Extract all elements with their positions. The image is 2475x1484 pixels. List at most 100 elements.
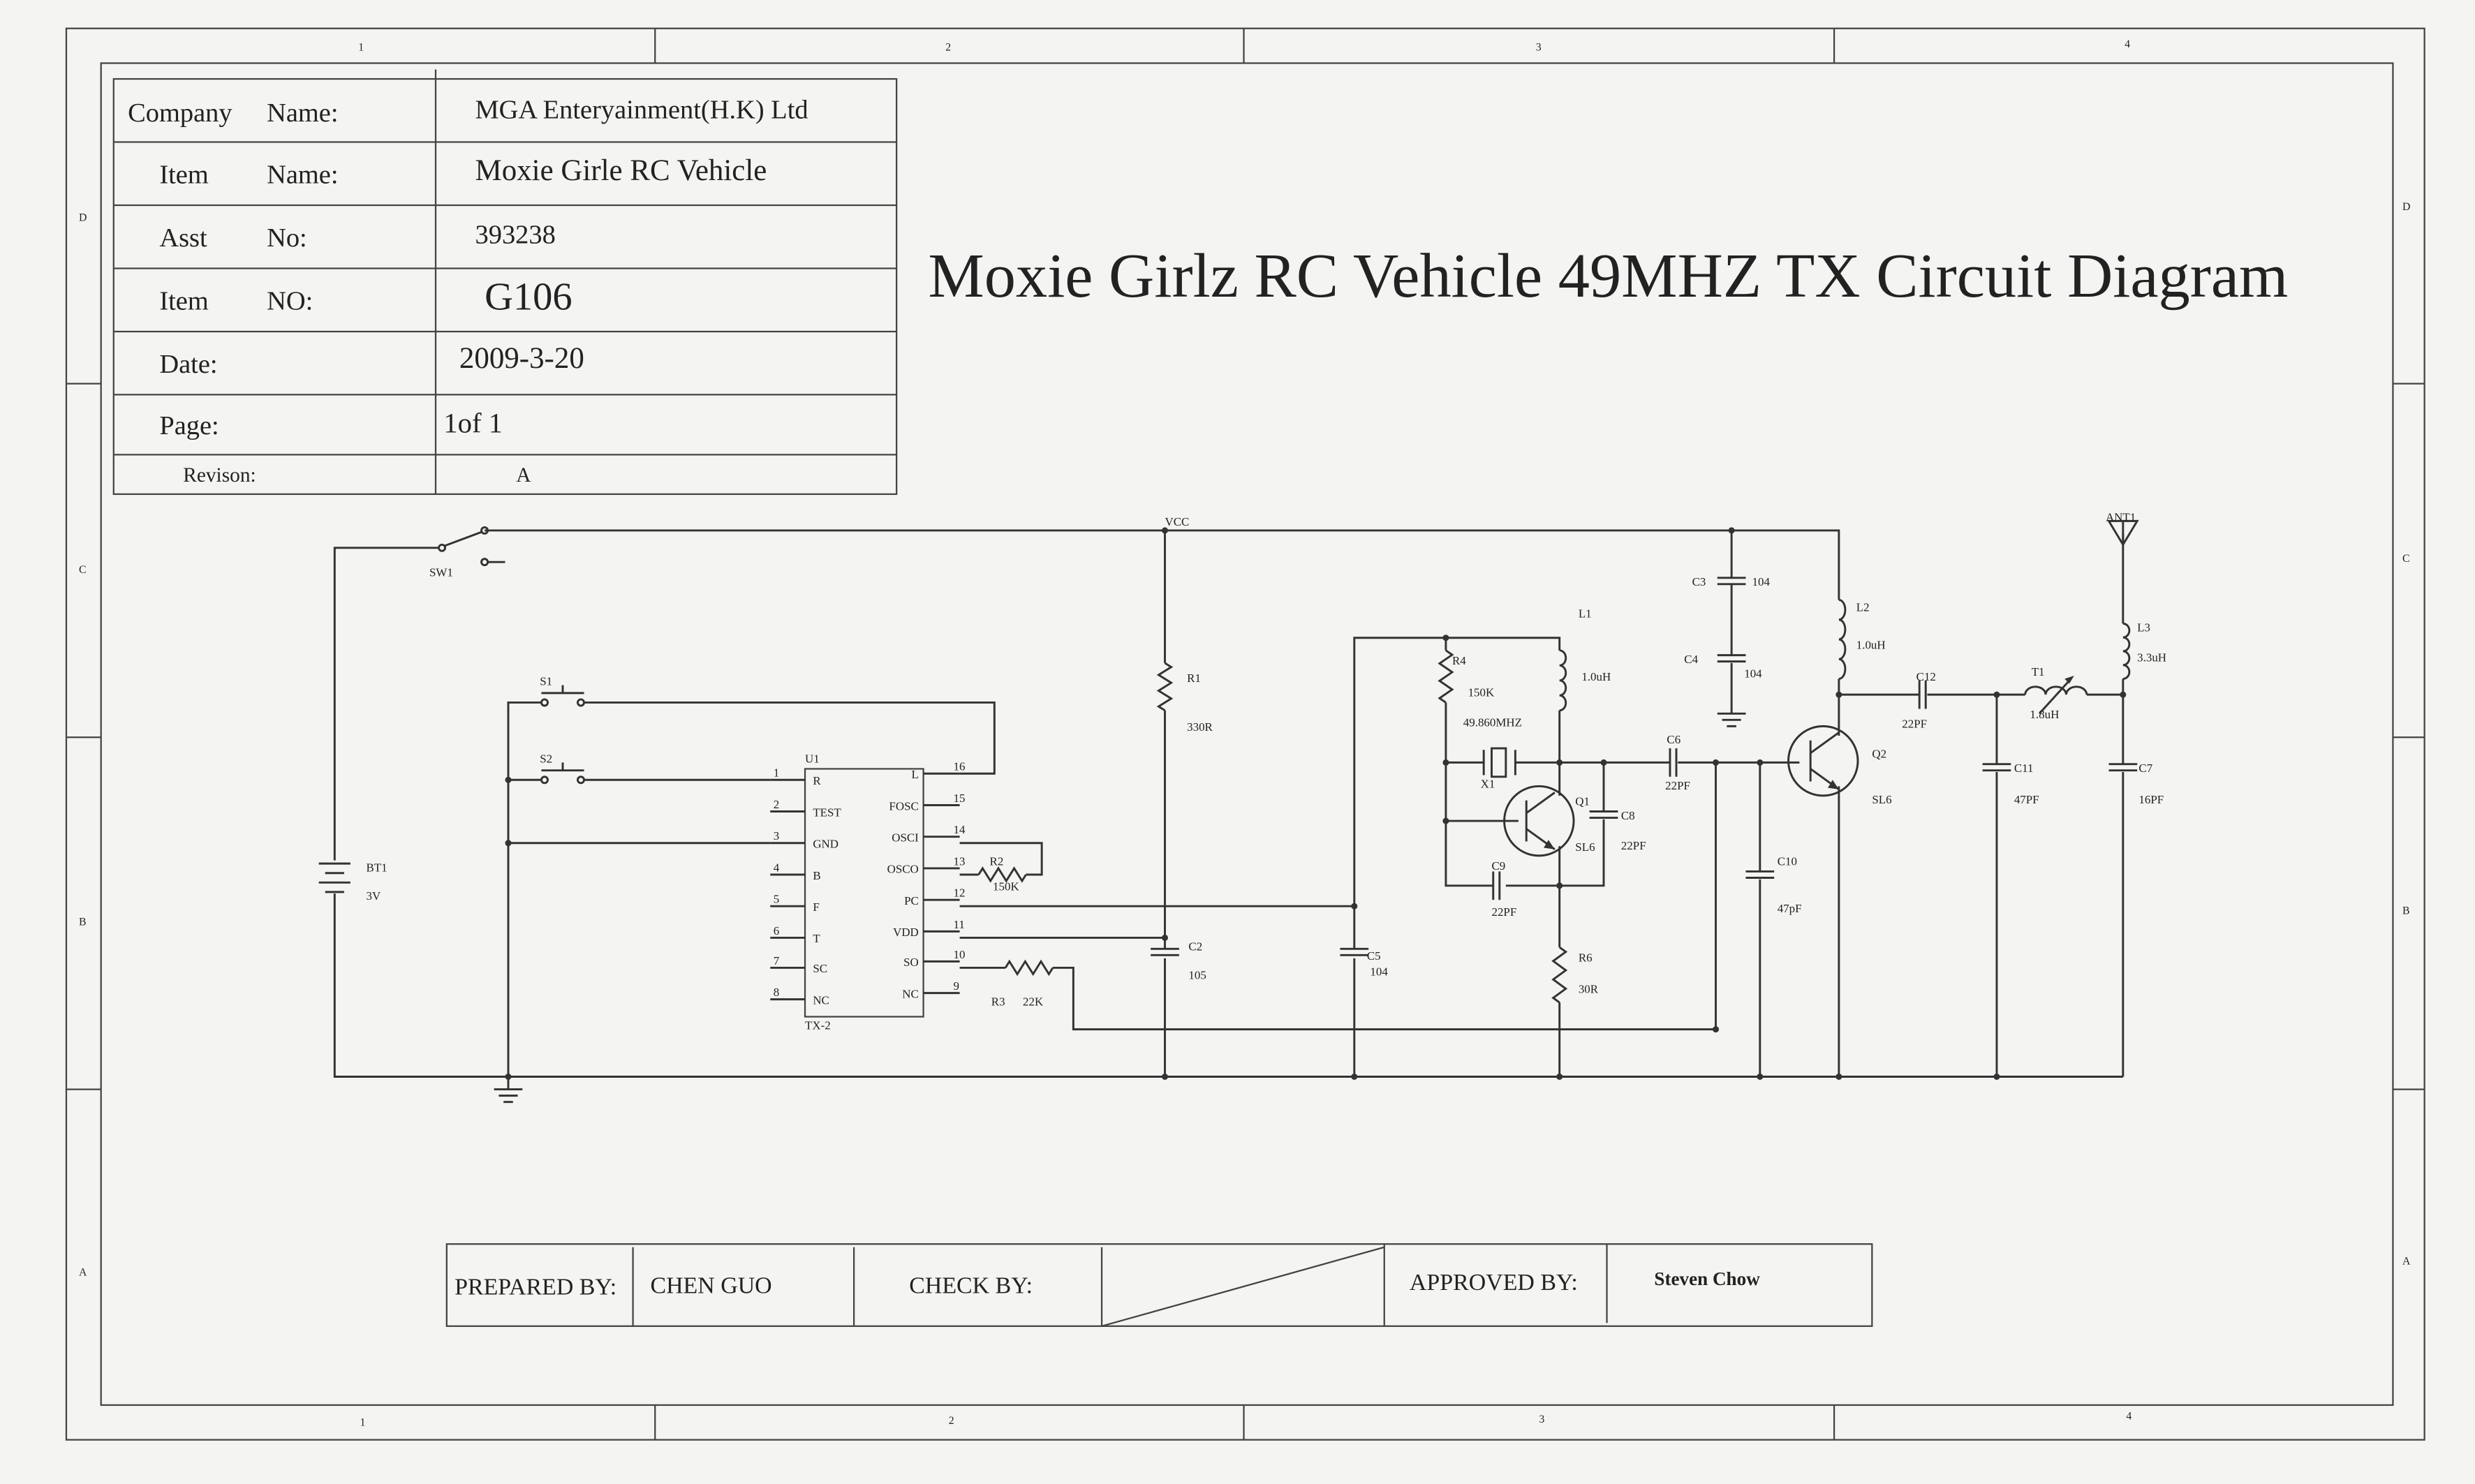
ic-pin-number: 10	[954, 948, 966, 961]
u1-ref: U1	[805, 752, 820, 765]
c3-value: 104	[1752, 575, 1771, 588]
t1-variable-arrow	[2038, 678, 2072, 715]
junction-dot	[1556, 882, 1563, 889]
components	[318, 519, 2139, 1104]
ic-pin-number: 15	[954, 792, 966, 805]
c12-label: C12	[1916, 670, 1936, 683]
bt1-value: 3V	[367, 889, 381, 903]
r1-value: 330R	[1187, 720, 1213, 734]
item-no-label: NO:	[267, 286, 313, 316]
r6-value: 30R	[1579, 983, 1599, 996]
l2-inductor	[1838, 598, 1847, 681]
date-label: Date:	[159, 350, 217, 379]
ic-pin-name: F	[813, 900, 819, 914]
revision-value: A	[516, 464, 531, 487]
l1-inductor	[1559, 649, 1567, 712]
x1-frequency: 49.860MHZ	[1463, 715, 1522, 729]
check-by-label: CHECK BY:	[909, 1272, 1033, 1298]
q2-transistor	[1787, 725, 1859, 797]
asst-no-label: No:	[267, 223, 307, 253]
c11-label: C11	[2014, 762, 2034, 775]
ic-pin-name: L	[911, 768, 918, 781]
c11-value: 47PF	[2014, 793, 2039, 806]
junction-dot	[1556, 759, 1563, 766]
t1-value: 1.8uH	[2030, 708, 2059, 721]
ic-pin-name: FOSC	[889, 799, 918, 813]
revision-label: Revison:	[183, 464, 256, 487]
q2-transistor	[1810, 732, 1840, 755]
item-label: Item	[159, 160, 209, 189]
date-value: 2009-3-20	[459, 342, 584, 375]
r2-value: 150K	[993, 880, 1019, 893]
sw1-switch	[438, 543, 447, 552]
zone-col-1-bottom: 1	[360, 1416, 365, 1428]
ic-pin-name: PC	[904, 894, 919, 907]
c4-value: 104	[1744, 667, 1762, 680]
s2-button	[540, 776, 549, 785]
u1-part: TX-2	[805, 1019, 831, 1032]
approved-by-label: APPROVED BY:	[1410, 1270, 1578, 1296]
c4-label: C4	[1684, 653, 1698, 666]
c12-value: 22PF	[1902, 718, 1927, 731]
junction-dot	[505, 840, 512, 847]
ic-pin-number: 16	[954, 760, 966, 773]
junction-dot	[1161, 1073, 1169, 1081]
junction-dot	[1442, 635, 1449, 641]
l3-inductor	[2122, 622, 2131, 681]
ic-pin-name: OSCO	[887, 863, 919, 876]
r1-label: R1	[1187, 671, 1201, 685]
item-name-label: Name:	[267, 160, 338, 189]
r1-resistor	[1156, 662, 1174, 712]
r6-label: R6	[1579, 951, 1593, 964]
l2-label: L2	[1856, 600, 1870, 614]
q2-label: Q2	[1872, 748, 1886, 761]
ic-pin-number: 8	[774, 986, 779, 999]
junction-dot	[1442, 817, 1449, 824]
zone-col-4-top: 4	[2125, 38, 2130, 50]
r3-value: 22K	[1023, 995, 1044, 1009]
c9-label: C9	[1491, 859, 1505, 873]
junction-dot	[1351, 903, 1358, 910]
zone-row-c-left: C	[79, 564, 87, 576]
junction-dot	[1993, 1073, 2000, 1081]
asst-value: 393238	[475, 220, 556, 249]
ic-pin-number: 3	[774, 829, 779, 843]
ic-pin-name: OSCI	[892, 831, 919, 844]
x1-label: X1	[1481, 778, 1495, 791]
ic-pin-name: GND	[813, 838, 838, 851]
l1-label: L1	[1579, 607, 1592, 620]
item-value: Moxie Girle RC Vehicle	[475, 154, 767, 187]
q1-transistor	[1525, 792, 1556, 814]
c6-value: 22PF	[1665, 779, 1690, 792]
l3-value: 3.3uH	[2137, 651, 2166, 665]
zone-col-2-bottom: 2	[949, 1415, 954, 1427]
t1-variable-arrow	[2064, 676, 2074, 684]
zone-col-3-bottom: 3	[1539, 1413, 1544, 1425]
junction-dot	[1713, 759, 1720, 766]
zone-col-1-top: 1	[358, 41, 364, 53]
zone-row-a-left: A	[79, 1266, 87, 1278]
c2-label: C2	[1188, 940, 1202, 954]
junction-dot	[1728, 527, 1735, 534]
zone-col-3-top: 3	[1536, 41, 1542, 53]
ic-pin-number: 7	[774, 954, 779, 967]
junction-dot	[505, 1073, 512, 1081]
l2-value: 1.0uH	[1856, 639, 1886, 652]
r4-label: R4	[1452, 654, 1466, 667]
zone-col-2-top: 2	[945, 41, 951, 53]
ic-pin-name: SC	[813, 962, 827, 975]
x1-crystal	[1491, 747, 1507, 778]
ic-pin-number: 1	[774, 766, 779, 780]
c2-value: 105	[1188, 968, 1206, 981]
zone-row-b-left: B	[79, 916, 87, 928]
ic-pin-name: SO	[903, 956, 919, 969]
sw1-label: SW1	[429, 566, 453, 579]
t1-label: T1	[2032, 665, 2045, 678]
c8-value: 22PF	[1621, 839, 1646, 852]
c3-label: C3	[1692, 575, 1706, 588]
l1-value: 1.0uH	[1581, 670, 1611, 683]
company-name-label: Name:	[267, 98, 338, 128]
r2-resistor	[977, 866, 1027, 883]
approved-by-value: Steven Chow	[1654, 1268, 1760, 1289]
ic-pin-number: 4	[774, 861, 780, 874]
